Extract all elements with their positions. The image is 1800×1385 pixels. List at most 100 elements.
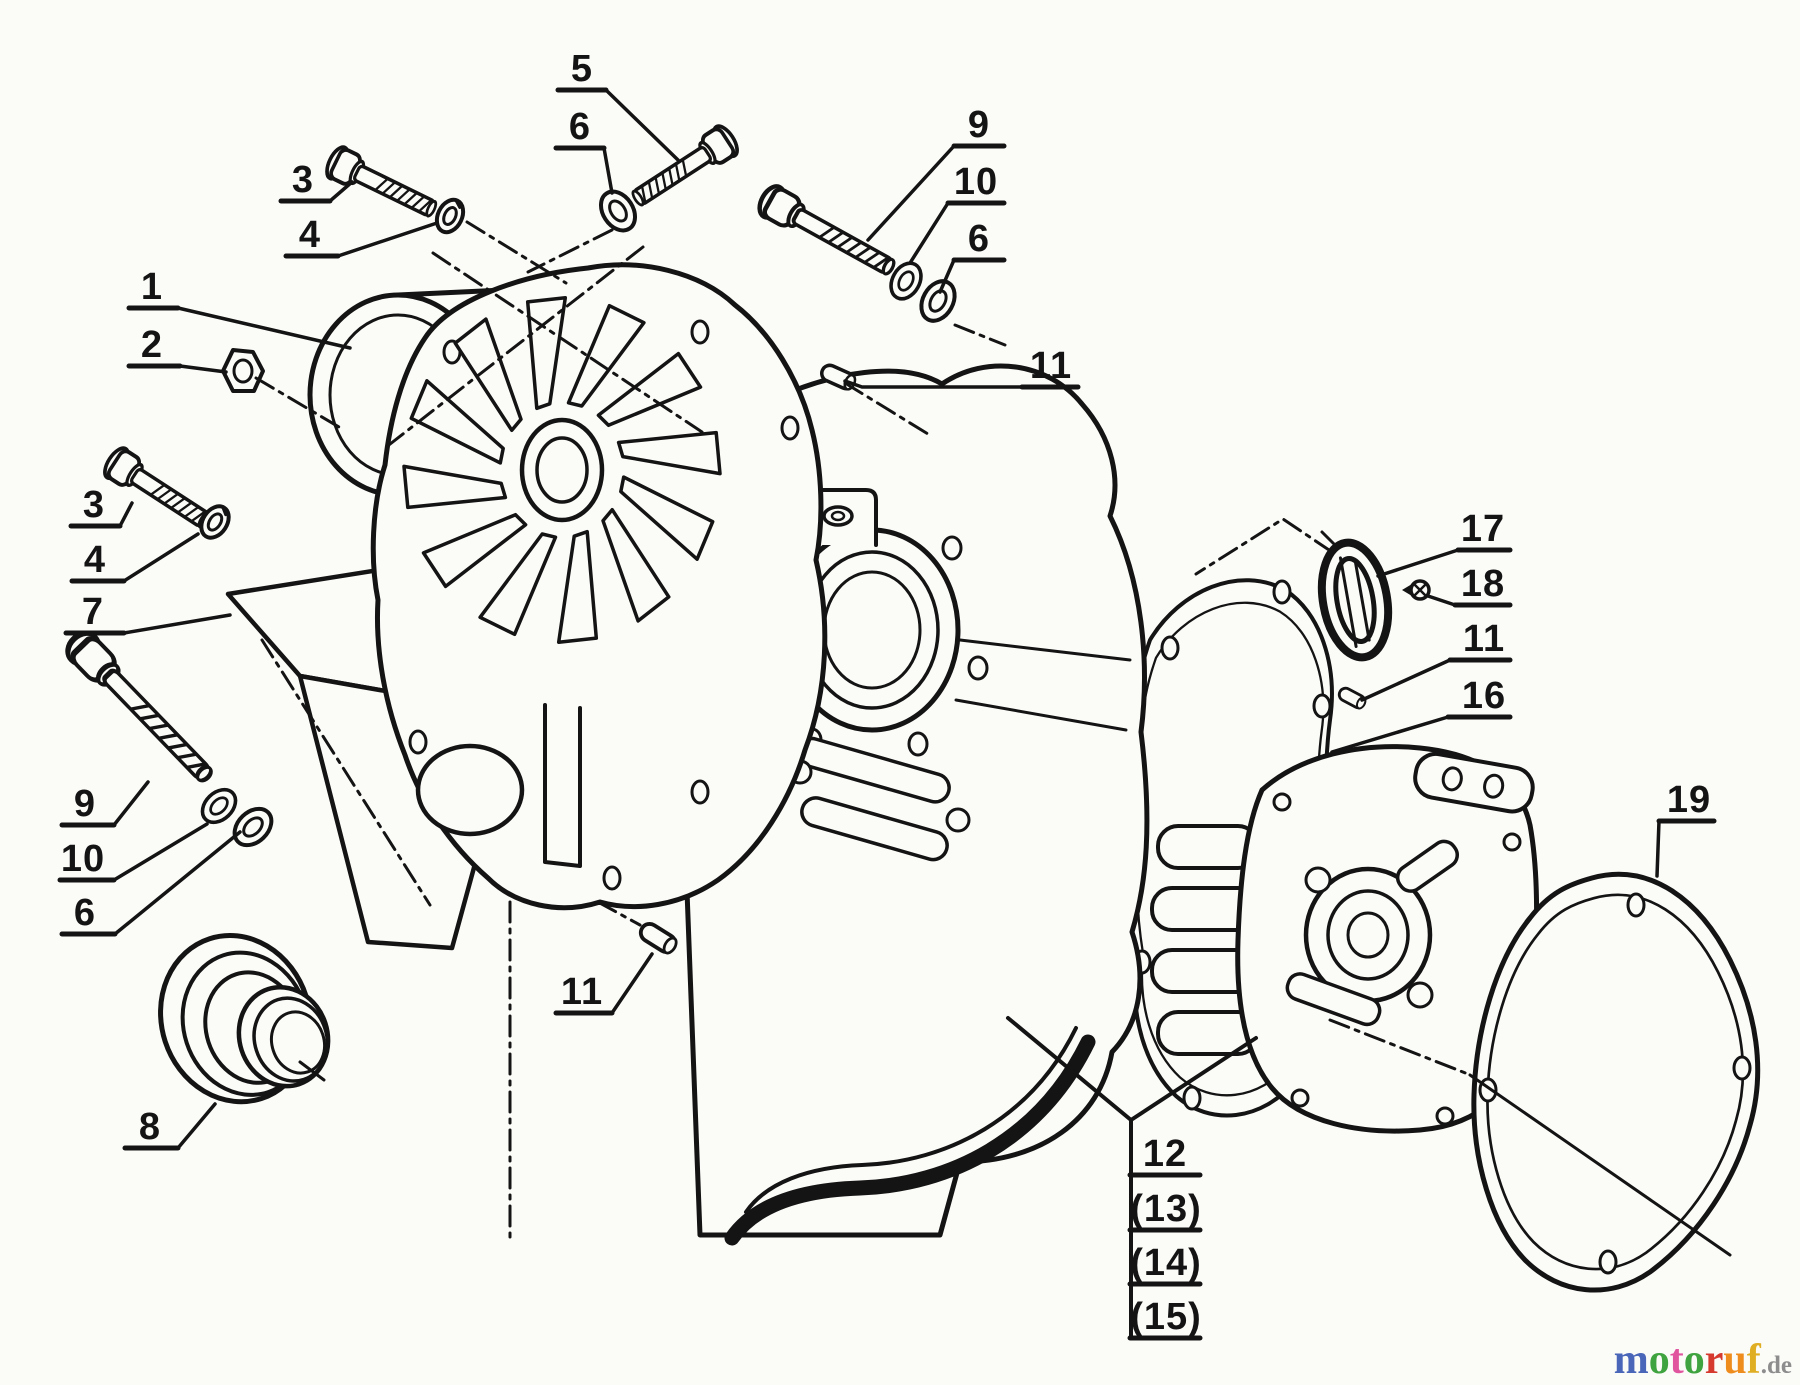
callout-label-12: 12 [1143,1133,1187,1175]
bolt-part3-top [320,142,444,228]
watermark-word: motoruf [1614,1337,1761,1383]
callout-leader-7 [122,613,232,635]
callout-14: (14) [1127,1242,1203,1287]
callout-9b: 9 [59,780,150,828]
callout-5: 5 [555,48,680,162]
callout-label-10b: 10 [61,838,105,880]
watermark-letter: f [1746,1337,1761,1383]
callout-leader-6c [113,830,242,936]
washer-part10-bottom [194,781,244,831]
callout-label-15: (15) [1130,1296,1202,1338]
callout-11b: 11 [1360,618,1513,702]
watermark-motoruf: motoruf.de [1614,1339,1792,1381]
watermark-letter: o [1683,1337,1705,1383]
callout-3b: 3 [68,484,134,529]
callout-leader-3b [118,501,134,528]
callout-leader-9a [866,144,956,242]
callout-leader-3a [328,180,354,203]
fan-vane [402,464,508,510]
callout-label-3a: 3 [292,159,314,201]
callout-leader-9b [112,780,150,827]
callout-leader-1 [176,306,352,350]
nut-part2 [221,348,265,393]
fan-vane [478,532,558,637]
callout-label-10a: 10 [954,161,998,203]
grommet-part8 [158,933,331,1105]
callout-18: 18 [1426,563,1513,608]
watermark-letter: t [1669,1337,1684,1383]
callout-leader-2 [178,364,228,374]
callout-12: 12 [1127,1133,1203,1178]
callout-label-11c: 11 [561,971,603,1013]
callout-label-9b: 9 [74,783,96,825]
callout-label-14: (14) [1130,1242,1202,1284]
callout-label-2: 2 [141,324,163,366]
callout-4b: 4 [69,532,200,584]
fan-vane [566,303,646,408]
callout-7: 7 [63,591,232,636]
fan-cover [370,262,828,911]
watermark-letter: u [1723,1337,1747,1383]
fan-vanes [402,296,722,644]
callout-11a: 11 [843,345,1081,390]
callout-leader-10b [112,822,209,882]
callout-2: 2 [126,324,228,374]
callout-11c: 11 [553,952,654,1016]
screw-part18 [1402,579,1431,601]
hardware [62,120,1431,1105]
watermark-letter: m [1613,1337,1649,1383]
callout-leader-11a [843,379,1024,389]
watermark-letter: o [1648,1337,1670,1383]
callout-leader-6b [938,258,956,294]
callout-label-4a: 4 [299,214,321,256]
callout-leader-18 [1426,594,1457,607]
fan-vane [619,475,715,561]
watermark-suffix: .de [1760,1352,1792,1379]
gasket-part19 [1468,871,1761,1293]
bolt-part5 [624,120,744,216]
callout-label-19: 19 [1667,779,1711,821]
callout-label-13: (13) [1130,1188,1202,1230]
callout-3a: 3 [278,159,354,204]
callout-label-6c: 6 [74,892,96,934]
pump-housing-part12 [1150,744,1540,1134]
bolt-part3-left [98,442,218,538]
callout-9a: 9 [866,104,1007,242]
pin-part11-bottom [635,918,681,958]
callout-8: 8 [122,1102,217,1151]
bolt-part9-top [755,182,901,283]
callout-10b: 10 [57,822,209,883]
callout-6c: 6 [59,830,242,937]
oval-cap-part17 [1317,538,1393,662]
callout-leader-19 [1655,819,1661,878]
callout-label-16: 16 [1462,675,1506,717]
callout-6a: 6 [553,106,614,195]
watermark-letter: r [1704,1337,1724,1383]
bolt-part9-bottom [62,627,220,789]
callout-16: 16 [1330,675,1513,754]
callout-leader-11c [610,952,654,1015]
callout-leader-5 [604,88,680,162]
callout-10a: 10 [908,161,1007,265]
callout-leader-4a [336,221,439,258]
callout-17: 17 [1376,508,1513,578]
callout-13: (13) [1127,1188,1203,1233]
callout-label-6a: 6 [569,106,591,148]
fan-vane [601,507,671,623]
callout-leader-4b [122,532,200,583]
callout-19: 19 [1655,779,1717,878]
fan-vane [525,296,568,411]
callout-label-4b: 4 [84,539,106,581]
fan-vane [409,379,505,465]
center-lines [254,220,1470,1076]
callout-label-5: 5 [571,48,593,90]
callout-label-1: 1 [141,266,163,308]
callout-label-8: 8 [139,1106,161,1148]
fan-vane [453,317,523,433]
callout-label-9a: 9 [968,104,990,146]
callout-1: 1 [126,266,352,350]
callout-leader-11b [1360,658,1452,702]
